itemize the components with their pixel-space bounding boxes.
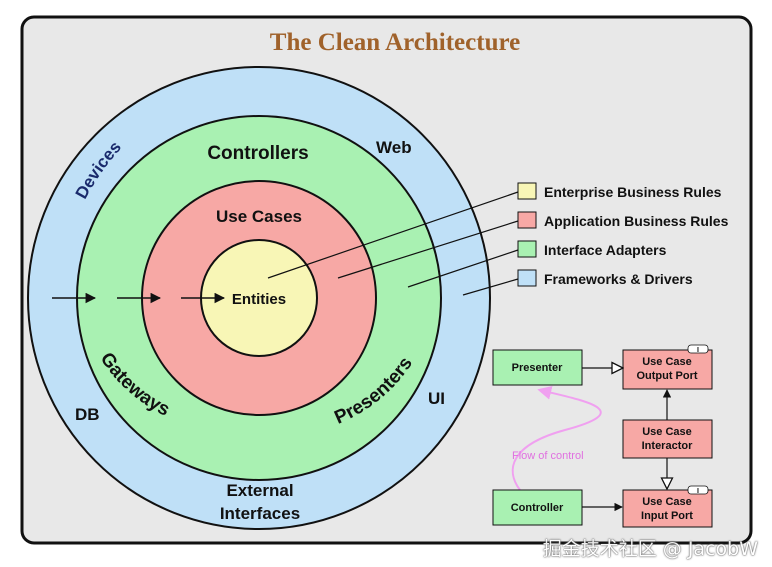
legend: Enterprise Business Rules Application Bu… (517, 182, 729, 287)
label-web: Web (376, 138, 412, 157)
controller-label: Controller (511, 502, 564, 514)
input-port-label-line2: Input Port (641, 510, 693, 522)
legend-swatch-adapters (517, 240, 537, 258)
flow-diagram: Flow of control Presenter Use Case Outpu… (492, 344, 713, 528)
legend-label-enterprise: Enterprise Business Rules (544, 184, 722, 200)
legend-pointer (407, 249, 519, 288)
legend-label-frameworks: Frameworks & Drivers (544, 271, 693, 287)
legend-swatch-enterprise (517, 182, 537, 200)
flow-of-control-label: Flow of control (512, 450, 584, 462)
legend-label-adapters: Interface Adapters (544, 242, 667, 258)
diagram-title: The Clean Architecture (270, 29, 520, 56)
watermark-text: 掘金技术社区 @ JacobW (542, 538, 758, 560)
interface-marker-label: I (697, 488, 699, 495)
label-entities: Entities (232, 291, 286, 308)
legend-swatch-application (517, 211, 537, 229)
legend-pointer (267, 191, 519, 279)
label-use-cases: Use Cases (216, 207, 302, 226)
legend-pointer (462, 278, 519, 296)
interface-marker (687, 485, 709, 495)
legend-swatch-frameworks (517, 269, 537, 287)
presenter-label: Presenter (512, 362, 563, 374)
output-port-label-line1: Use Case (642, 356, 692, 368)
input-port-label-line1: Use Case (642, 496, 692, 508)
presenter-box (492, 349, 583, 386)
interactor-box (622, 419, 713, 459)
label-controllers: Controllers (207, 143, 308, 164)
interactor-label-line1: Use Case (642, 426, 692, 438)
input-port-box (622, 489, 713, 528)
legend-label-application: Application Business Rules (544, 213, 729, 229)
label-interfaces: Interfaces (220, 504, 300, 523)
label-db: DB (75, 405, 100, 424)
interface-marker-label: I (697, 347, 699, 354)
interface-marker (687, 344, 709, 354)
output-port-box (622, 349, 713, 390)
controller-box (492, 489, 583, 526)
label-ui: UI (428, 389, 445, 408)
label-external: External (226, 481, 293, 500)
output-port-label-line2: Output Port (636, 370, 697, 382)
legend-pointer (337, 220, 519, 279)
flow-of-control-arrow (511, 385, 602, 491)
interactor-label-line2: Interactor (642, 440, 693, 452)
